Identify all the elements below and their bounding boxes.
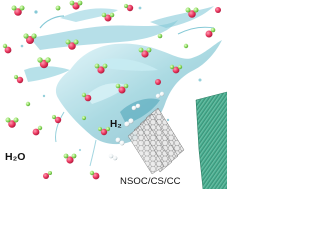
carbon-cloth [195,91,227,189]
illustration [2,0,227,189]
material-label: NSOC/CS/CC [120,176,181,187]
water-label: H₂O [5,151,26,163]
hydrogen-gas-molecules [108,91,165,161]
carbon-sheets [127,107,185,175]
graphical-abstract: H₂ H₂O NSOC/CS/CC [2,0,227,189]
hydrogen-label: H₂ [110,119,122,130]
water-molecules [2,0,221,180]
